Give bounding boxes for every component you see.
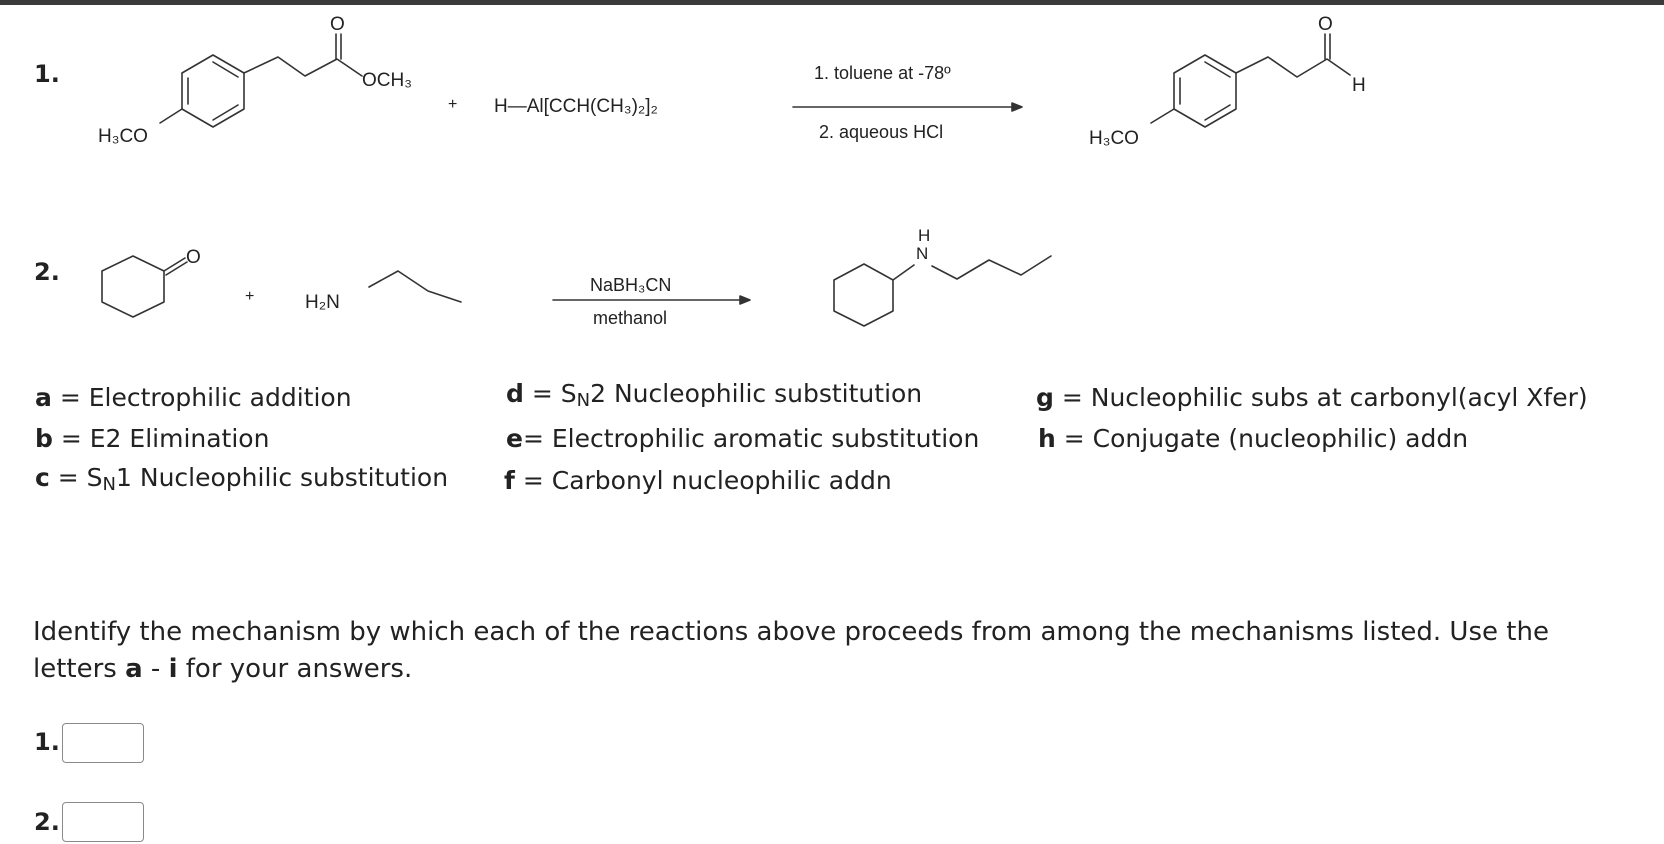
answer-2-label: 2.	[34, 808, 60, 836]
mechanism-b: b = E2 Elimination	[35, 424, 270, 453]
reaction-1-reagent: H—Al[CCH(CH₃)₂]₂	[494, 96, 658, 117]
amine-chain	[368, 270, 462, 303]
mechanism-c: c = SN1 Nucleophilic substitution	[35, 463, 449, 495]
product-1-aldehyde-h: H	[1352, 75, 1366, 96]
reaction-2-reagent: NaBH₃CN	[590, 275, 672, 295]
reactant-1-methoxy: H₃CO	[98, 126, 148, 147]
reaction-2-solvent: methanol	[593, 308, 668, 328]
reactant-2-carbonyl-o: O	[186, 247, 201, 268]
mechanism-f: f = Carbonyl nucleophilic addn	[504, 466, 892, 495]
reactant-1-ester-och3: OCH₃	[362, 70, 412, 91]
reactant-1-carbonyl-o: O	[330, 14, 345, 35]
product-1-carbonyl-o: O	[1318, 14, 1333, 35]
mechanism-a: a = Electrophilic addition	[35, 383, 352, 412]
product-2-structure	[833, 255, 1052, 327]
mechanism-g: g = Nucleophilic subs at carbonyl(acyl X…	[1036, 383, 1588, 412]
reaction-1-number: 1.	[34, 60, 60, 88]
reaction-2-plus: +	[245, 288, 255, 305]
mechanism-d: d = SN2 Nucleophilic substitution	[506, 379, 923, 411]
product-2-nh-n: N	[916, 244, 929, 263]
reactant-1-structure	[159, 33, 363, 128]
product-2-nh-h: H	[918, 226, 931, 245]
reaction-2-amine: H₂N	[305, 292, 340, 313]
top-border	[0, 0, 1664, 5]
answer-1-label: 1.	[34, 728, 60, 756]
question-prompt: Identify the mechanism by which each of …	[33, 617, 1549, 684]
reactant-2-structure	[101, 255, 188, 318]
answer-1-input[interactable]	[62, 723, 144, 763]
answer-2-input[interactable]	[62, 802, 144, 842]
mechanism-e: e= Electrophilic aromatic substitution	[506, 424, 980, 453]
product-1-structure	[1150, 33, 1351, 128]
reaction-1-conditions-step1: 1. toluene at -78º	[814, 63, 951, 83]
reaction-2-number: 2.	[34, 258, 60, 286]
reaction-1-conditions-step2: 2. aqueous HCl	[819, 122, 944, 142]
product-1-methoxy: H₃CO	[1089, 128, 1139, 149]
mechanism-h: h = Conjugate (nucleophilic) addn	[1038, 424, 1469, 453]
reaction-1-plus: +	[448, 96, 458, 113]
